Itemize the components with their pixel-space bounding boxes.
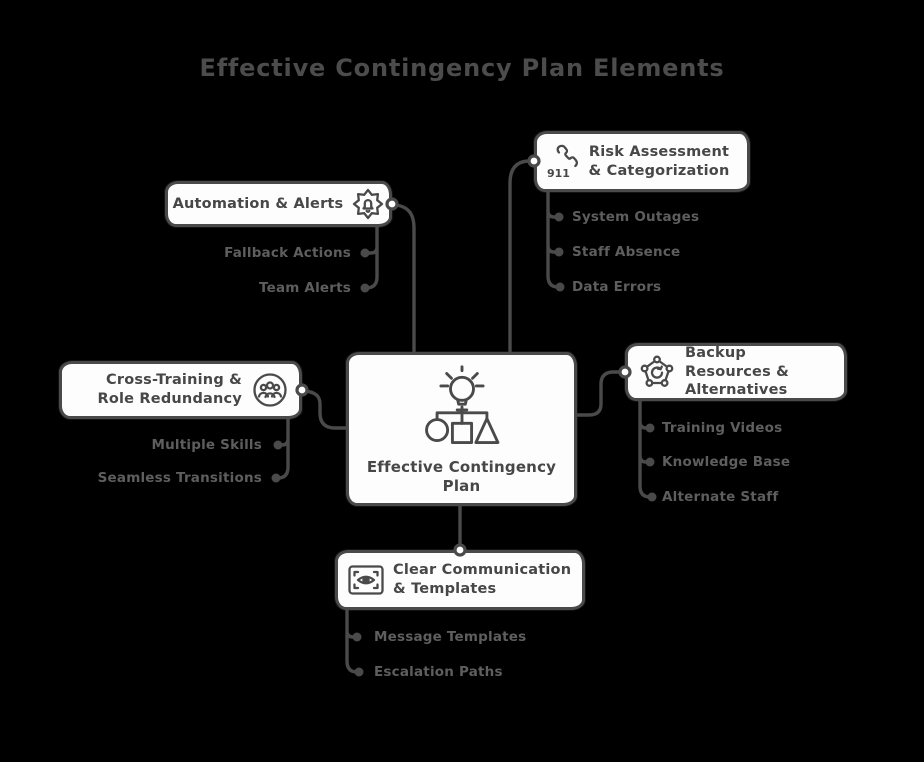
child-message-templates[interactable]: Message Templates: [374, 629, 527, 645]
team-circle-icon: [253, 373, 287, 407]
child-escalation-paths[interactable]: Escalation Paths: [374, 664, 503, 680]
link-backup-center: [575, 370, 623, 417]
link-crosstraining-center: [303, 389, 347, 430]
child-multiple-skills[interactable]: Multiple Skills: [151, 437, 262, 453]
emergency-number-label: 911: [547, 166, 570, 180]
page-title: Effective Contingency Plan Elements: [199, 54, 725, 82]
node-clear-communication[interactable]: Clear Communication & Templates: [335, 550, 585, 610]
node-central-label: Effective Contingency Plan: [366, 457, 557, 495]
node-cross-training[interactable]: Cross-Training & Role Redundancy: [59, 361, 302, 419]
child-system-outages[interactable]: System Outages: [572, 209, 700, 225]
child-fallback-actions[interactable]: Fallback Actions: [224, 245, 351, 261]
idea-org-chart-icon: [424, 365, 499, 444]
link-risk-center: [508, 159, 532, 353]
child-staff-absence[interactable]: Staff Absence: [572, 244, 681, 260]
node-communication-label: Clear Communication & Templates: [393, 562, 572, 597]
bracket-risk: [546, 190, 560, 289]
child-team-alerts[interactable]: Team Alerts: [258, 280, 351, 296]
bracket-communication: [345, 608, 359, 674]
node-risk-assessment[interactable]: 911 Risk Assessment & Categorization: [534, 131, 750, 192]
bracket-automation: [364, 225, 379, 290]
node-automation-alerts[interactable]: Automation & Alerts: [165, 181, 392, 227]
link-automation-center: [394, 203, 416, 353]
gear-bell-icon: [353, 188, 384, 220]
node-automation-label: Automation & Alerts: [172, 195, 344, 212]
child-knowledge-base[interactable]: Knowledge Base: [662, 454, 791, 470]
child-training-videos[interactable]: Training Videos: [662, 420, 783, 436]
eye-frame-icon: [348, 565, 384, 595]
node-backup-label: Backup Resources & Alternatives: [685, 345, 790, 399]
node-cross-training-label: Cross-Training & Role Redundancy: [97, 372, 242, 407]
node-central[interactable]: Effective Contingency Plan: [346, 352, 577, 506]
node-risk-label: Risk Assessment & Categorization: [588, 143, 730, 179]
bracket-backup: [638, 399, 652, 499]
emergency-phone-icon: 911: [547, 142, 578, 182]
child-alternate-staff[interactable]: Alternate Staff: [662, 489, 779, 505]
bracket-crosstraining: [276, 417, 290, 480]
network-restore-icon: [640, 355, 674, 387]
node-backup-resources[interactable]: Backup Resources & Alternatives: [625, 343, 847, 401]
child-seamless-transitions[interactable]: Seamless Transitions: [97, 470, 262, 486]
child-data-errors[interactable]: Data Errors: [572, 279, 662, 295]
